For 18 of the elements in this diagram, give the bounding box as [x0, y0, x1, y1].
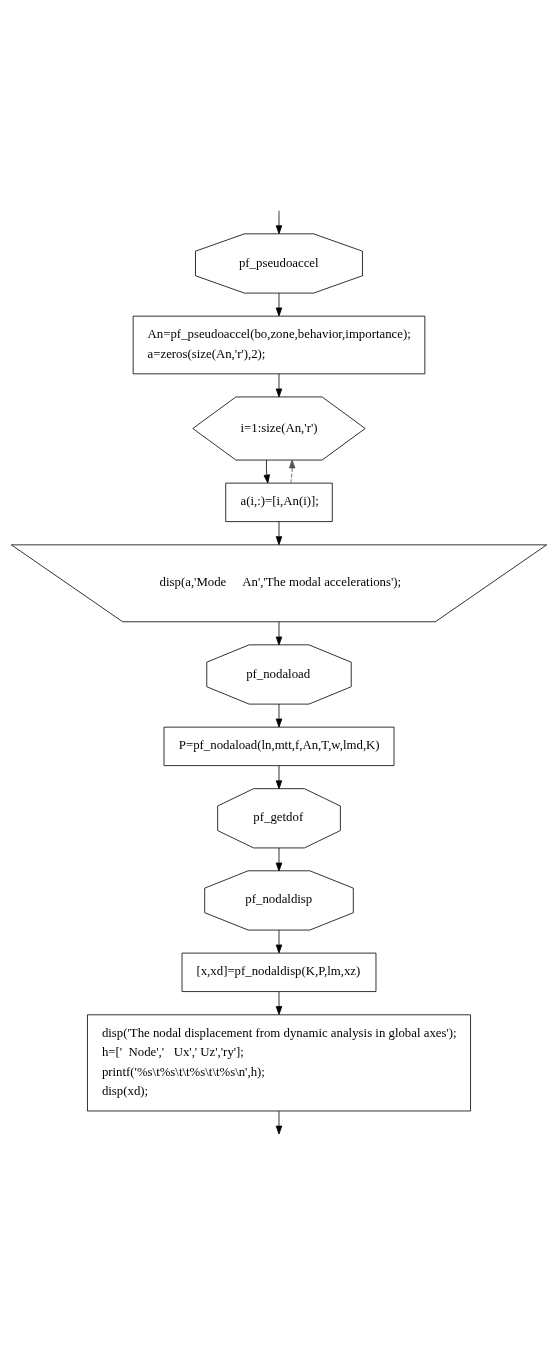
- node-box: a(i,:)=[i,An(i)];: [225, 482, 333, 522]
- arrow: [275, 521, 283, 546]
- arrow: [289, 459, 296, 484]
- arrow: [275, 373, 283, 398]
- arrow: [275, 703, 283, 728]
- node-box: disp('The nodal displacement from dynamic analysis in global axes'); h=[' Node',' Ux',' Uz','ry']; printf('%s\t%s\t\t%s\t\t%s\n',h); disp(xd);: [87, 1014, 471, 1112]
- arrow: [275, 847, 283, 872]
- arrow: [275, 929, 283, 954]
- arrow: [275, 765, 283, 790]
- arrow: [275, 1110, 283, 1135]
- arrow: [275, 991, 283, 1015]
- arrow: [263, 459, 270, 484]
- node-box: P=pf_nodaload(ln,mtt,f,An,T,w,lmd,K): [163, 726, 395, 766]
- arrow: [275, 210, 283, 235]
- node-box: An=pf_pseudoaccel(bo,zone,behavior,importance); a=zeros(size(An,'r'),2);: [132, 315, 426, 375]
- node-box: [x,xd]=pf_nodaldisp(K,P,lm,xz): [181, 952, 377, 992]
- arrow: [275, 621, 283, 646]
- arrow: [275, 292, 283, 317]
